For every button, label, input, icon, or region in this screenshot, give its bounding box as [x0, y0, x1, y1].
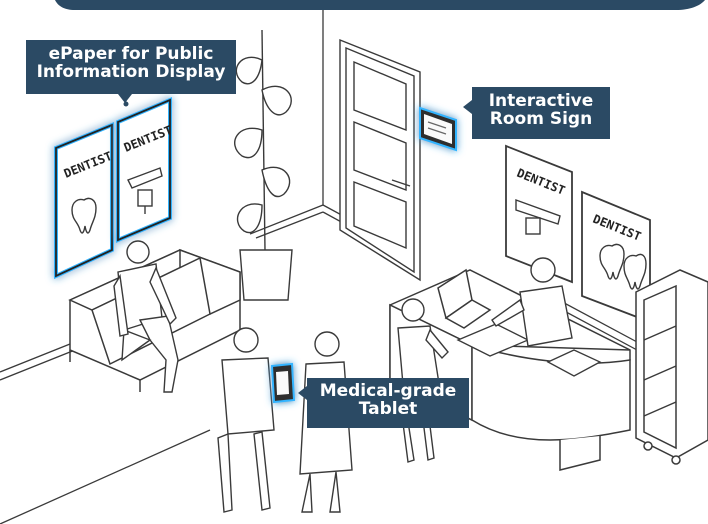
potted-plant	[234, 29, 293, 301]
desk-papers	[456, 323, 602, 377]
visitor-standing	[217, 327, 275, 513]
top-banner	[55, 0, 708, 10]
dental-chair-icon	[515, 199, 561, 235]
tooth-icon	[71, 197, 97, 234]
tablet-callout-pointer	[298, 386, 307, 400]
epaper-poster-right	[116, 96, 172, 244]
room-sign-callout-pointer	[463, 100, 472, 114]
room-sign-callout: Interactive Room Sign	[472, 87, 610, 139]
tablet-callout: Medical-grade Tablet	[307, 378, 469, 428]
laptop-icon	[437, 268, 492, 329]
epaper-callout-pointer	[118, 94, 132, 103]
room-sign-icon	[419, 106, 457, 152]
epaper-callout: ePaper for Public Information Display	[26, 40, 236, 94]
seated-patient	[113, 240, 179, 393]
wall-poster-1	[505, 144, 573, 284]
tablet-icon	[270, 362, 296, 404]
dental-chair-icon	[127, 167, 163, 214]
door	[339, 38, 421, 282]
display-cabinet	[635, 269, 708, 465]
tooth-icon	[599, 243, 647, 290]
receptionist	[491, 257, 573, 347]
